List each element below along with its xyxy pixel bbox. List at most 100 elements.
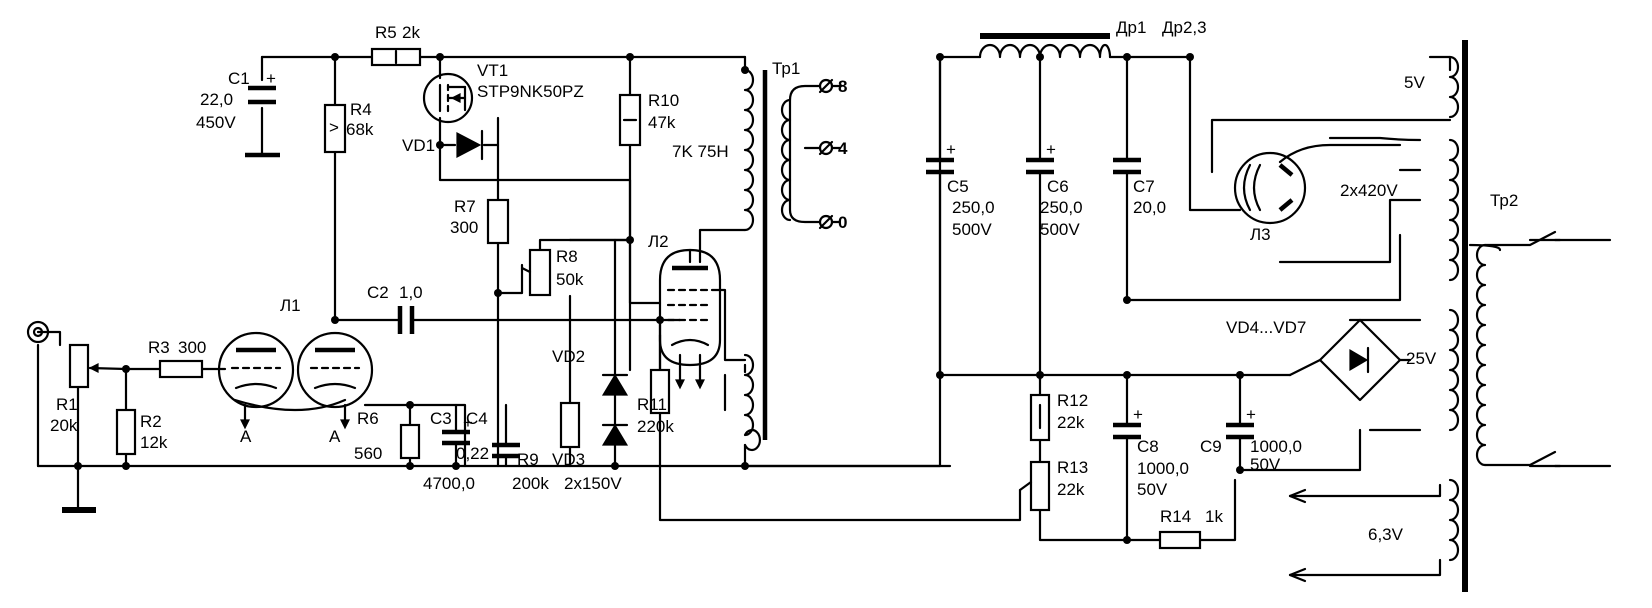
label-c7: C7 [1133,177,1155,196]
label-c8-volt: 50V [1137,480,1168,499]
label-r3: R3 [148,338,170,357]
label-r2-val: 12k [140,433,168,452]
label-r7: R7 [454,197,476,216]
input-wire [36,330,62,347]
resistor-r5 [370,47,422,67]
label-c8: C8 [1137,437,1159,456]
label-c6-val: 250,0 [1040,198,1083,217]
tap-4-label: 4 [838,139,848,158]
label-c2-val: 1,0 [399,283,423,302]
label-l2: Л2 [648,232,669,251]
label-r14-val: 1k [1205,507,1223,526]
label-vd23-val: 2x150V [564,474,622,493]
resistor-r11 [649,368,671,415]
label-r11-val: 220k [637,417,674,436]
label-r13: R13 [1057,458,1088,477]
label-tr1: Тр1 [772,59,800,78]
label-r10: R10 [648,91,679,110]
label-c4-val: 0,22 [456,444,489,463]
label-r10-val: 47k [648,113,676,132]
label-c2: C2 [367,283,389,302]
label-vd3: VD3 [552,450,585,469]
label-r1: R1 [56,395,78,414]
label-r5-val: 2k [402,23,420,42]
mosfet-vt1 [422,72,474,124]
r4-arrow: > [329,118,339,137]
output-terminal-0[interactable] [818,214,834,230]
label-2x420v: 2x420V [1340,181,1398,200]
label-c6: C6 [1047,177,1069,196]
label-r3-val: 300 [178,338,206,357]
label-a2: A [329,427,341,446]
c6-plus: + [1046,140,1056,159]
label-r4: R4 [350,100,372,119]
c9-plus: + [1246,405,1256,424]
capacitor-c8: + [1113,405,1143,440]
choke-dr1 [978,33,1112,59]
label-r2: R2 [140,412,162,431]
label-c3: C3 [430,409,452,428]
label-6-3v: 6,3V [1368,525,1404,544]
label-25v: 25V [1406,349,1437,368]
label-c5-volt: 500V [952,220,992,239]
capacitor-c7 [1113,157,1141,175]
transformer-tr2 [1448,40,1612,592]
resistor-r14 [1158,530,1202,550]
resistor-r12 [1029,393,1051,442]
label-r14: R14 [1160,507,1191,526]
label-c1-volt: 450V [196,113,236,132]
label-c3-val: 4700,0 [423,474,475,493]
capacitor-c1: + [245,69,280,158]
capacitor-c2 [397,306,415,334]
label-vt1: VT1 [477,61,508,80]
label-c7-val: 20,0 [1133,198,1166,217]
resistor-r7 [486,198,510,245]
label-tr1-imp: 7K 75H [672,142,729,161]
label-r9: R9 [517,450,539,469]
resistor-r2 [115,408,137,456]
diode-vd1 [456,129,484,161]
label-dr23: Др2,3 [1162,18,1207,37]
label-5v: 5V [1404,73,1425,92]
resistor-r9 [559,401,581,449]
wires [36,55,1562,583]
label-c9: C9 [1200,437,1222,456]
tube-l2 [658,248,747,390]
c3-plus: + [463,413,473,432]
bridge-rectifier-vd4-vd7 [1288,318,1412,402]
label-vt1-part: STP9NK50PZ [477,82,584,101]
tap-8-label: 8 [838,77,847,96]
potentiometer-r8 [520,248,552,297]
c8-plus: + [1133,405,1143,424]
label-c9-val: 1000,0 [1250,437,1302,456]
label-c5-val: 250,0 [952,198,995,217]
zener-vd3 [601,423,629,446]
label-r1-val: 20k [50,416,78,435]
label-vd4-vd7: VD4...VD7 [1226,318,1306,337]
potentiometer-r13[interactable] [1018,460,1051,512]
c1-plus: + [266,69,276,88]
label-c1: C1 [228,69,250,88]
label-r4-val: 68k [346,120,374,139]
potentiometer-r1[interactable] [68,343,128,389]
resistor-r3 [158,359,204,379]
c5-plus: + [946,140,956,159]
capacitor-c5: + [926,140,956,175]
label-r11: R11 [637,395,667,414]
tube-l3 [1233,151,1307,225]
tap-0-label: 0 [838,213,847,232]
label-c1-val: 22,0 [200,90,233,109]
label-c9-volt: 50V [1250,455,1281,474]
label-r12: R12 [1057,391,1088,410]
label-r8: R8 [556,247,578,266]
output-terminal-4[interactable] [818,140,834,156]
label-l3: Л3 [1250,225,1271,244]
label-r5: R5 [375,23,397,42]
capacitor-c3: + [442,413,473,446]
resistor-r10 [618,93,642,147]
label-c4: C4 [466,409,488,428]
label-a1: A [240,427,252,446]
output-terminal-8[interactable] [818,78,834,94]
label-r7-val: 300 [450,218,478,237]
